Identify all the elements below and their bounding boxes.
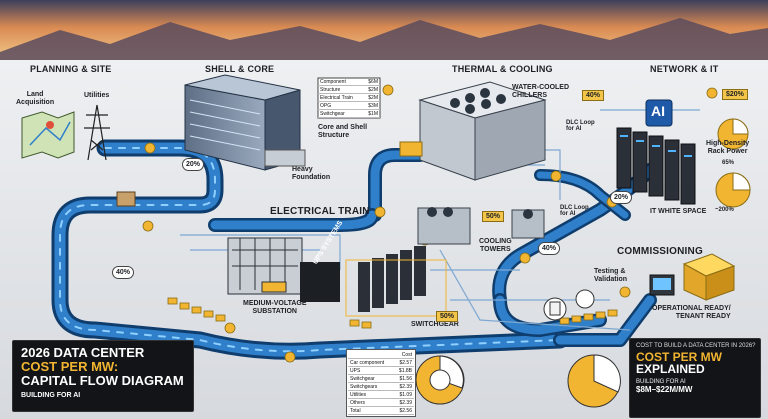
table-row: Component$6M <box>318 78 380 86</box>
title-right-line4: BUILDING FOR AI <box>636 379 686 385</box>
mv-substation-label: MEDIUM-VOLTAGE SUBSTATION <box>243 300 307 315</box>
shell-cost-table: Component$6M Structure$2M Electrical Tra… <box>318 78 380 118</box>
cost-pie-right <box>567 354 621 408</box>
crate-icon <box>116 191 136 207</box>
table-header: Cost <box>348 351 414 359</box>
cooling-towers <box>417 207 545 245</box>
pct-65: 65% <box>722 160 735 166</box>
title-right-line1: COST TO BUILD A DATA CENTER IN 2026? <box>636 343 756 349</box>
pct-thermal: 40% <box>582 90 605 101</box>
table-row: Switchgear$1M <box>318 109 380 118</box>
cooling-towers-label: COOLING TOWERS <box>479 238 512 253</box>
network-pie-1 <box>717 118 749 150</box>
table-row: Others$2.39 <box>348 398 414 407</box>
dlc-loop-label-1: DLC Loop for AI <box>566 120 595 132</box>
table-row: Car component$2.57 <box>348 358 414 367</box>
bottom-cost-table: Cost Car component$2.57 UPS$1.8B Switchg… <box>346 349 416 417</box>
table-row: Structure$2M <box>318 85 380 94</box>
pct-switchgear: 50% <box>436 311 459 322</box>
ai-chip-label: AI <box>651 103 665 119</box>
section-thermal: THERMAL & COOLING <box>452 64 553 74</box>
pct-right-20: 20% <box>610 191 633 204</box>
pct-right-40: 40% <box>538 242 561 255</box>
gold-cube <box>682 253 736 301</box>
it-white-space-label: IT WHITE SPACE <box>650 208 707 215</box>
title-right-line5: $8M–$22M/MW <box>636 385 693 394</box>
table-row: Switchgear$1.56 <box>348 374 414 383</box>
title-left-line3: CAPITAL FLOW DIAGRAM <box>21 373 184 388</box>
title-right-line3: EXPLAINED <box>636 362 705 376</box>
high-density-label: High-Density Rack Power <box>706 140 750 155</box>
title-left-line4: BUILDING FOR AI <box>21 392 81 399</box>
table-row: UPS$1.8B <box>348 366 414 375</box>
testing-screen-icon <box>649 274 675 296</box>
title-box-left: 2026 DATA CENTER COST PER MW: CAPITAL FL… <box>12 340 194 412</box>
table-row: OPG$3M <box>318 101 380 110</box>
mountains <box>0 18 768 62</box>
section-commissioning: COMMISSIONING <box>617 246 703 257</box>
land-label: Land Acquisition <box>16 91 55 106</box>
table-row: Switchgears$2.39 <box>348 382 414 391</box>
title-left-line2: COST PER MW: <box>21 359 119 374</box>
core-shell-label: Core and Shell Structure <box>318 124 368 139</box>
checklist-icon <box>543 297 567 321</box>
testing-label: Testing & Validation <box>594 268 628 283</box>
power-tower-icon <box>84 104 110 161</box>
operational-label: OPERATIONAL READY/ TENANT READY <box>652 305 731 320</box>
gauge-icon <box>575 289 595 309</box>
capital-flow-pipe <box>51 139 657 360</box>
section-planning: PLANNING & SITE <box>30 64 112 74</box>
coin-flow <box>142 84 718 363</box>
thermal-building <box>399 81 547 181</box>
substation <box>227 237 303 295</box>
table-row: Total$2.56 <box>348 406 414 415</box>
table-row: Utilities$1.09 <box>348 390 414 399</box>
cost-pie-left <box>415 355 465 405</box>
title-right-line2: COST PER MW <box>636 350 722 364</box>
title-left-line1: 2026 DATA CENTER <box>21 345 145 360</box>
pct-200: ~200% <box>715 207 734 213</box>
section-shell: SHELL & CORE <box>205 64 275 74</box>
switchgear-label: SWITCHGEAR <box>411 321 459 328</box>
water-chillers-label: WATER-COOLED CHILLERS <box>512 84 570 99</box>
ups-dark-plate <box>300 262 340 302</box>
pct-towers: 50% <box>482 211 505 222</box>
server-racks <box>616 99 696 205</box>
section-electrical: ELECTRICAL TRAIN <box>270 206 370 217</box>
shell-core-building <box>184 74 306 171</box>
heavy-foundation-label: Heavy Foundation <box>292 166 331 181</box>
pct-left-40: 40% <box>112 266 135 279</box>
pct-shell: 20% <box>182 158 205 171</box>
dlc-loop-label-2: DLC Loop for AI <box>560 205 589 217</box>
map-icon <box>21 111 75 159</box>
ups-racks <box>345 246 447 317</box>
title-box-right: COST TO BUILD A DATA CENTER IN 2026? COS… <box>629 338 761 418</box>
utilities-label: Utilities <box>84 92 110 99</box>
section-network: NETWORK & IT <box>650 64 719 74</box>
table-row: Electrical Train$2M <box>318 93 380 102</box>
pct-network: $20% <box>722 89 748 100</box>
network-pie-2 <box>715 172 751 208</box>
